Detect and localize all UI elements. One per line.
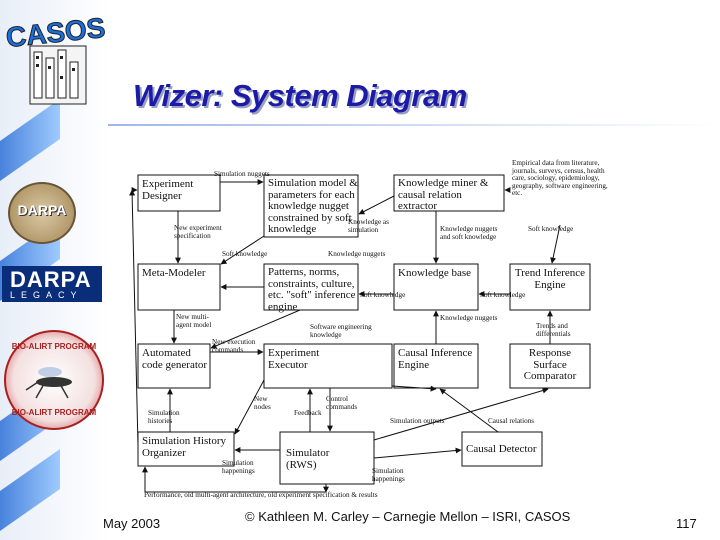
experiment-executor-label: Experiment Executor <box>268 347 320 371</box>
edge-label-soft-knowledge-3: Soft knowledge <box>360 291 406 299</box>
causal-detector-label: Causal Detector <box>466 443 537 455</box>
automated-generator-box <box>137 343 211 389</box>
response-surface-label: Response Surface Comparator <box>523 347 577 383</box>
experiment-executor-box <box>263 343 393 389</box>
footer-credit: © Kathleen M. Carley – Carnegie Mellon –… <box>245 509 571 524</box>
edge-label-trends-differentials: Trends and differentials <box>536 322 571 338</box>
edge-label-causal-relations: Causal relations <box>488 417 535 425</box>
arrow-simulator-to-response <box>373 387 549 441</box>
edge-label-simulation-nuggets: Simulation nuggets <box>214 170 270 178</box>
casos-logo: CASOS <box>6 11 106 105</box>
edge-label-soft-knowledge-4: Soft knowledge <box>480 291 526 299</box>
edge-label-knowledge-nuggets-soft: Knowledge nuggets and soft knowledge <box>440 225 498 241</box>
edge-label-software-engineering-knowledge: Software engineering knowledge <box>310 323 372 339</box>
darpa-legacy-subtitle: LEGACY <box>10 290 83 300</box>
arrow-executor-to-history <box>234 379 265 435</box>
arrow-simulation-model-to-meta-modeler <box>220 235 265 265</box>
darpa-legacy-title: DARPA <box>10 267 92 292</box>
darpa-seal-logo: DARPA <box>8 182 76 244</box>
edge-label-knowledge-nuggets-1: Knowledge nuggets <box>328 250 386 258</box>
simulator-label: Simulator (RWS) <box>286 447 330 471</box>
mosquito-icon <box>25 367 72 399</box>
knowledge-base-label: Knowledge base <box>398 267 472 279</box>
meta-modeler-label: Meta-Modeler <box>142 267 206 279</box>
darpa-seal-text: DARPA <box>17 202 67 218</box>
causal-detector-box <box>461 431 543 467</box>
arrow-empirical-to-trend <box>550 224 561 264</box>
simulation-model-label: Simulation model & parameters for each k… <box>268 177 358 236</box>
edge-label-simulation-histories: Simulation histories <box>148 409 180 425</box>
slide-title: Wizer: System Diagram <box>133 78 467 113</box>
simulation-history-organizer-label: Simulation History Organizer <box>142 435 227 459</box>
causal-inference-label: Causal Inference Engine <box>398 347 473 371</box>
edge-label-soft-knowledge-1: Soft knowledge <box>222 250 268 258</box>
edge-label-knowledge-as-simulation: Knowledge as simulation <box>348 218 389 234</box>
knowledge-base-box <box>393 263 479 311</box>
arrow-miner-to-simulation-model <box>358 195 395 215</box>
bio-alirt-bottom-text: BIO-ALIRT PROGRAM <box>11 408 97 417</box>
edge-label-new-experiment-spec: New experiment specification <box>174 224 222 240</box>
title-divider <box>108 124 720 126</box>
edge-label-knowledge-nuggets-2: Knowledge nuggets <box>440 314 498 322</box>
arrow-patterns-to-generator <box>210 309 301 349</box>
edge-label-simulation-happenings-1: Simulation happenings <box>222 459 255 475</box>
edge-label-new-execution-commands: New execution commands <box>212 338 256 354</box>
empirical-data-label: Empirical data from literature, journals… <box>512 159 608 198</box>
arrow-executor-to-causal <box>391 385 437 392</box>
edge-label-new-multi-agent-model: New multi-agent model <box>176 313 212 329</box>
arrow-causal-detector-to-causal <box>439 388 499 433</box>
edge-label-performance-note: Performance, old multi-agent architectur… <box>144 491 378 499</box>
experiment-designer-box <box>137 174 221 212</box>
edge-label-simulation-outputs: Simulation outputs <box>390 417 445 425</box>
experiment-designer-label: Experiment Designer <box>142 178 194 202</box>
edge-label-control-commands: Control commands <box>326 395 358 411</box>
simulation-history-organizer-box <box>137 431 235 467</box>
knowledge-miner-box <box>393 174 505 212</box>
bio-alirt-top-text: BIO-ALIRT PROGRAM <box>11 342 97 351</box>
arrow-simulator-to-causal-detector <box>373 447 462 459</box>
edge-label-simulation-happenings-2: Simulation happenings <box>372 467 405 483</box>
page-number: 117 <box>676 516 697 531</box>
edge-label-soft-knowledge-2: Soft knowledge <box>528 225 574 233</box>
trend-inference-label: Trend Inference Engine <box>514 267 586 291</box>
patterns-engine-label: Patterns, norms, constraints, culture, e… <box>268 266 356 313</box>
trend-inference-box <box>509 263 591 311</box>
meta-modeler-box <box>137 263 221 311</box>
footer-date: May 2003 <box>103 516 161 531</box>
bio-alirt-logo: BIO-ALIRT PROGRAM BIO-ALIRT PROGRAM <box>4 330 104 430</box>
arrow-history-to-designer <box>129 189 139 447</box>
edge-label-new-nodes: New nodes <box>254 395 271 411</box>
automated-generator-label: Automated code generator <box>142 347 208 371</box>
edge-label-feedback: Feedback <box>294 409 322 417</box>
knowledge-miner-label: Knowledge miner & causal relation extrac… <box>398 177 489 213</box>
darpa-legacy-logo: DARPA LEGACY <box>2 266 102 302</box>
simulation-model-box <box>263 174 359 238</box>
